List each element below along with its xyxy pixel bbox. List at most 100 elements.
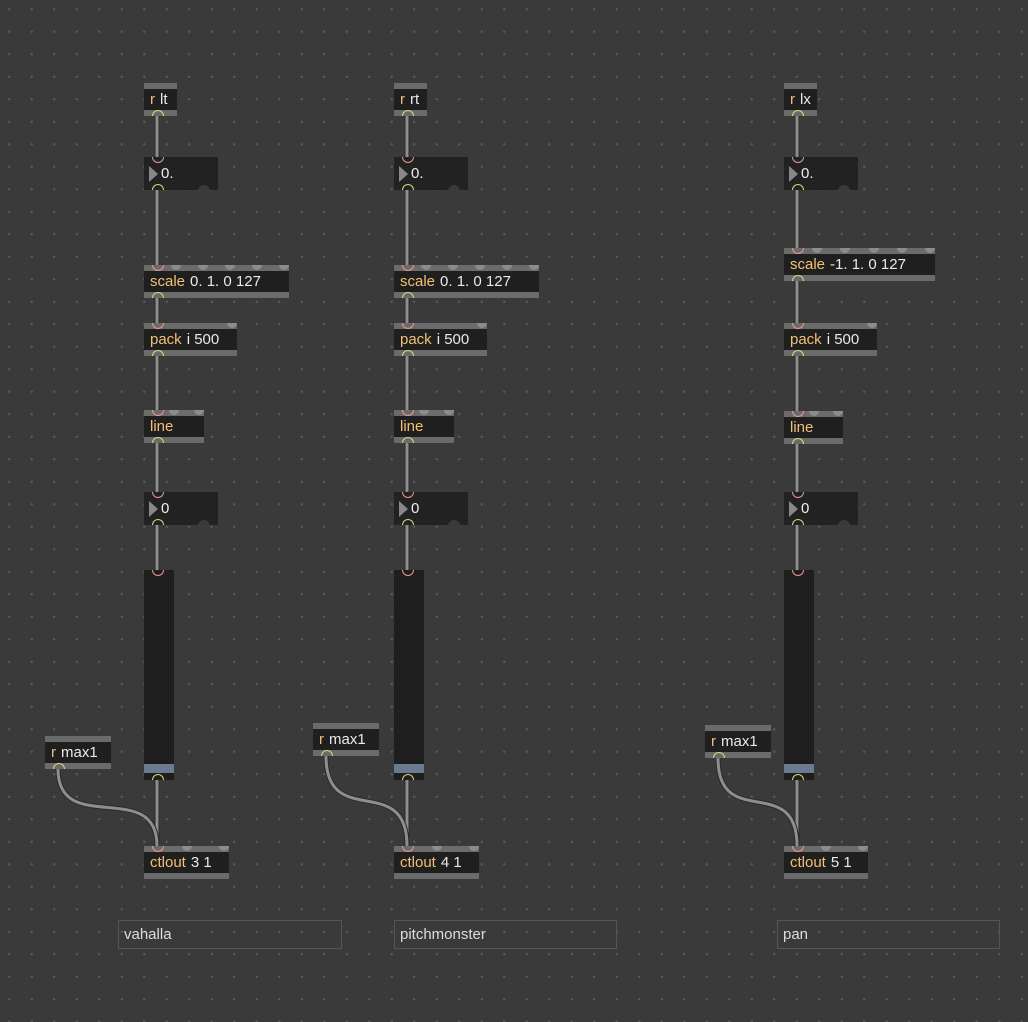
inlet[interactable] [431,846,442,851]
inlet[interactable] [219,846,229,851]
inlet[interactable] [896,248,907,253]
inlet[interactable] [808,411,819,416]
slider-knob[interactable] [784,764,814,773]
outlet[interactable] [152,774,164,780]
outlet[interactable] [792,350,804,356]
inlet[interactable] [419,410,429,415]
inlet[interactable] [279,265,289,270]
outlet[interactable] [792,519,804,525]
object-outlet-bar [784,350,877,356]
outlet[interactable] [152,437,164,443]
slider-knob[interactable] [144,764,174,773]
inlet[interactable] [198,265,208,270]
inlet[interactable] [925,248,935,253]
inlet[interactable] [402,570,414,576]
int-number-box[interactable]: 0 [144,492,218,530]
outlet[interactable] [152,292,164,298]
inlet[interactable] [867,323,877,328]
inlet[interactable] [840,248,851,253]
inlet[interactable] [169,410,179,415]
inlet[interactable] [227,323,237,328]
outlet[interactable] [402,774,414,780]
object-class-name: ctlout [400,854,436,871]
inlet[interactable] [171,265,181,270]
outlet[interactable] [321,750,333,756]
float-number-box[interactable]: 0. [394,157,468,195]
outlet[interactable] [713,752,725,758]
outlet[interactable] [792,438,804,444]
patch-cord[interactable] [56,768,159,847]
line-object[interactable]: line [394,410,454,443]
inlet[interactable] [448,265,458,270]
outlet[interactable] [402,350,414,356]
inlet[interactable] [821,846,831,851]
inlet[interactable] [529,265,539,270]
object-class-name: scale [150,273,186,290]
outlet[interactable] [402,519,414,525]
float-number-box[interactable]: 0. [784,157,858,195]
inlet[interactable] [792,570,804,576]
outlet[interactable] [53,763,65,769]
object-class-name: r [790,91,795,108]
outlet[interactable] [152,110,164,116]
outlet[interactable] [792,275,804,281]
inlet[interactable] [469,846,479,851]
object-class-name: ctlout [150,854,186,871]
inlet[interactable] [181,846,192,851]
inlet[interactable] [421,265,431,270]
object-arguments: i 500 [436,331,470,348]
outlet[interactable] [402,110,414,116]
int-number-box[interactable]: 0 [784,492,858,530]
slider[interactable] [394,570,424,780]
outlet[interactable] [792,184,804,190]
object-arguments: lt [160,91,168,108]
outlet[interactable] [152,519,164,525]
inlet[interactable] [152,570,164,576]
inlet[interactable] [252,265,262,270]
inlet[interactable] [502,265,512,270]
object-class-name: r [711,733,716,750]
inlet[interactable] [225,265,235,270]
line-object[interactable]: line [784,411,843,444]
patch-cord[interactable] [55,768,160,847]
scale-object[interactable]: scale-1. 1. 0 127 [784,248,935,281]
inlet[interactable] [194,410,204,415]
object-class-name: r [51,744,56,761]
outlet[interactable] [792,110,804,116]
object-class-name: scale [400,273,436,290]
outlet[interactable] [792,774,804,780]
int-number-box[interactable]: 0 [394,492,468,530]
inlet[interactable] [444,410,454,415]
inlet[interactable] [858,846,868,851]
inlet[interactable] [833,411,843,416]
slider[interactable] [144,570,174,780]
object-text: line [150,416,178,437]
inlet[interactable] [812,248,823,253]
outlet[interactable] [402,437,414,443]
outlet[interactable] [152,350,164,356]
line-object[interactable]: line [144,410,204,443]
inlet[interactable] [477,323,487,328]
float-number-box[interactable]: 0. [144,157,218,195]
slider[interactable] [784,570,814,780]
slider-knob[interactable] [394,764,424,773]
inlet[interactable] [868,248,879,253]
outlet[interactable] [402,184,414,190]
inlet[interactable] [475,265,485,270]
outlet[interactable] [402,292,414,298]
outlet[interactable] [152,184,164,190]
